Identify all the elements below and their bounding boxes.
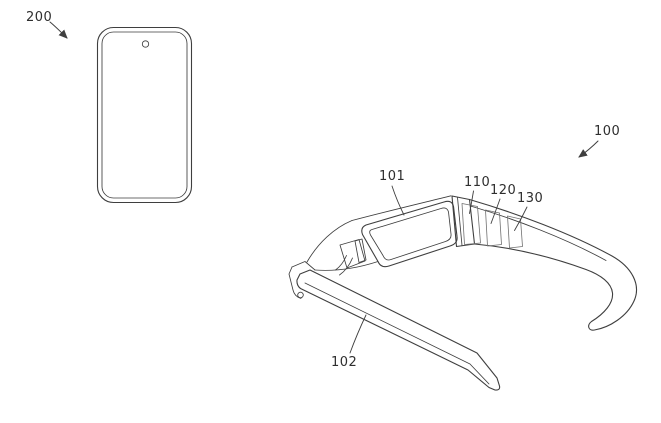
phone-camera-icon bbox=[141, 40, 150, 48]
arrow-200 bbox=[49, 21, 68, 39]
ref-label-200: 200 bbox=[26, 10, 53, 25]
smartphone-drawing bbox=[96, 26, 193, 204]
ref-label-130: 130 bbox=[517, 191, 544, 206]
leader-120 bbox=[490, 198, 501, 224]
ref-label-110: 110 bbox=[464, 175, 491, 190]
leader-102 bbox=[349, 314, 367, 354]
right-temple-outline bbox=[468, 198, 638, 331]
annotation-lines bbox=[49, 21, 599, 354]
hinge-screw-icon bbox=[297, 291, 304, 299]
nose-pad-lines bbox=[339, 257, 353, 276]
leader-101 bbox=[391, 185, 405, 216]
smart-glasses-drawing bbox=[288, 195, 638, 391]
leader-110 bbox=[469, 190, 474, 214]
component-130-outline bbox=[507, 215, 523, 249]
ref-label-101: 101 bbox=[379, 169, 406, 184]
left-temple-outline bbox=[296, 269, 501, 391]
component-120-outline bbox=[485, 209, 502, 247]
arrow-100 bbox=[578, 140, 599, 158]
leader-130 bbox=[514, 206, 528, 231]
component-110-outline bbox=[461, 203, 481, 245]
ref-label-102: 102 bbox=[331, 355, 358, 370]
ref-label-100: 100 bbox=[594, 124, 621, 139]
ref-label-120: 120 bbox=[490, 183, 517, 198]
lens-outline bbox=[361, 200, 458, 268]
